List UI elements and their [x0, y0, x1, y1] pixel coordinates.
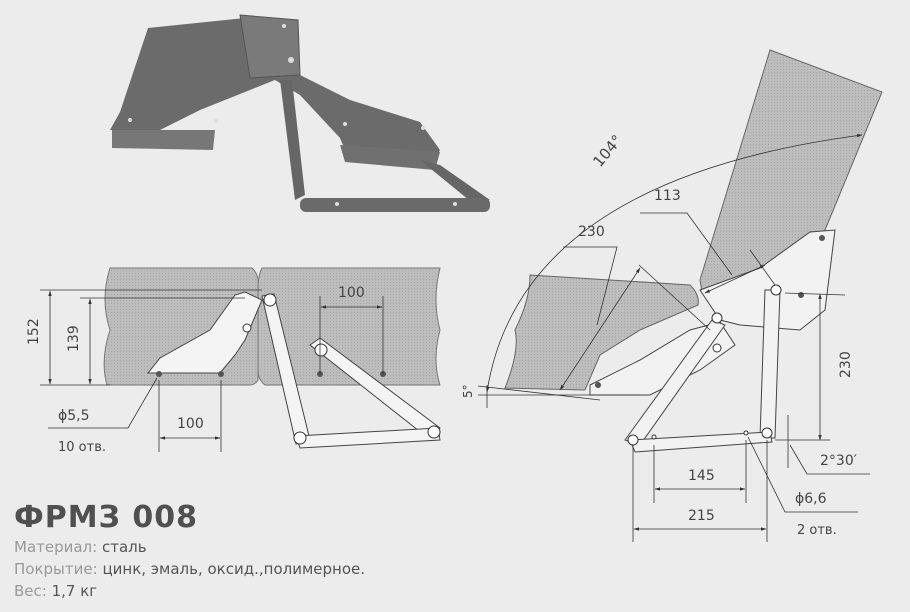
- open-view-drawing: 104° 113 230 230 5° 2°30′ 145 215 ϕ6,6 2…: [461, 49, 883, 542]
- dim-113-label: 113: [654, 188, 681, 204]
- spec-weight: Вес: 1,7 кг: [14, 582, 98, 600]
- hole-count-open-label: 2 отв.: [797, 523, 837, 538]
- closed-view-drawing: 152 139 100 100 ϕ5,5 10 отв.: [26, 267, 441, 455]
- dim-215-label: 215: [688, 508, 715, 524]
- dim-100-bottom-label: 100: [177, 416, 204, 432]
- spec-coating: Покрытие: цинк, эмаль, оксид.,полимерное…: [14, 560, 366, 578]
- angle-5-label: 5°: [461, 384, 475, 398]
- dim-100-top-label: 100: [338, 285, 365, 301]
- hole-diameter-open-label: ϕ6,6: [795, 491, 827, 507]
- angle-2-30-label: 2°30′: [820, 453, 857, 469]
- dim-230-diag-label: 230: [578, 224, 605, 240]
- dim-152-label: 152: [26, 318, 42, 345]
- dim-230-vert-label: 230: [838, 351, 854, 378]
- spec-material: Материал: сталь: [14, 538, 147, 556]
- product-model-title: ФРМЗ 008: [14, 500, 198, 535]
- dim-145-label: 145: [688, 468, 715, 484]
- hole-diameter-label: ϕ5,5: [58, 408, 90, 424]
- dim-139-label: 139: [66, 325, 82, 352]
- hole-count-label: 10 отв.: [58, 440, 106, 455]
- angle-104-label: 104°: [589, 131, 626, 170]
- product-photo: [110, 14, 490, 212]
